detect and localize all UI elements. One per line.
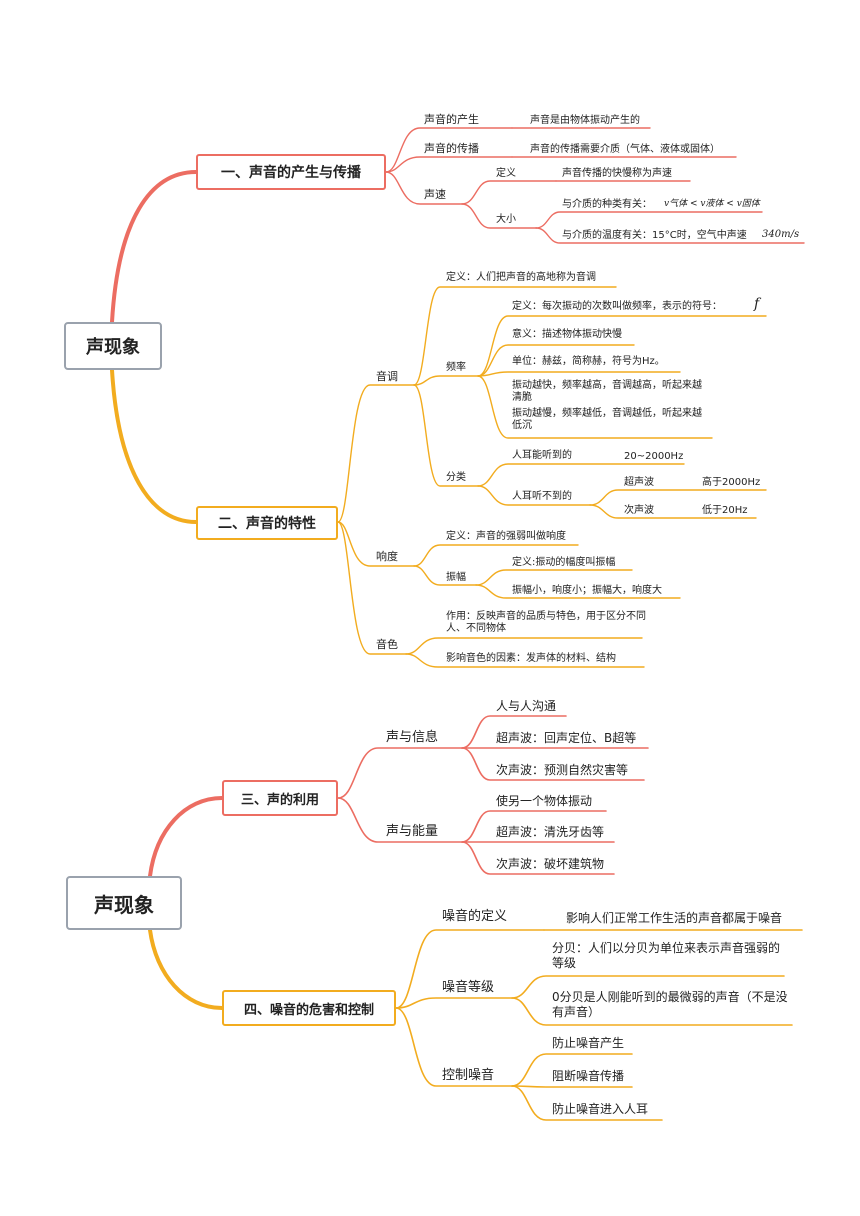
- node-speed-temperature: 与介质的温度有关：15°C时，空气中声速: [562, 230, 747, 241]
- node-info-communication: 人与人沟通: [496, 699, 557, 713]
- node-frequency-meaning: 意义：描述物体振动快慢: [512, 329, 622, 340]
- node-energy-ultrasonic: 超声波：清洗牙齿等: [496, 825, 605, 839]
- node-noise-level-decibel: 分贝：人们以分贝为单位来表示声音强弱的等级: [552, 941, 781, 970]
- formula-medium-kind: v气体 < v液体 < v固体: [664, 199, 760, 209]
- branch-sound-usage: 三、声的利用: [222, 780, 338, 816]
- node-speed-definition-text: 声音传播的快慢称为声速: [562, 168, 672, 179]
- node-audible: 人耳能听到的: [512, 450, 572, 461]
- node-sound-spread: 声音的传播: [424, 142, 479, 155]
- node-control-source: 防止噪音产生: [552, 1036, 625, 1050]
- node-sound-spread-text: 声音的传播需要介质（气体、液体或固体）: [530, 144, 720, 155]
- node-pitch-definition: 定义：人们把声音的高地称为音调: [446, 272, 596, 283]
- node-energy-infrasonic: 次声波：破坏建筑物: [496, 857, 605, 871]
- node-infrasonic: 次声波: [624, 505, 654, 516]
- node-control-ear: 防止噪音进入人耳: [552, 1102, 649, 1116]
- node-timbre-factor: 影响音色的因素：发声体的材料、结构: [446, 653, 616, 664]
- node-sound-production-text: 声音是由物体振动产生的: [530, 115, 640, 126]
- node-frequency-definition: 定义：每次振动的次数叫做频率，表示的符号：: [512, 301, 722, 312]
- branch-sound-production: 一、声音的产生与传播: [196, 154, 386, 190]
- node-noise-level: 噪音等级: [442, 980, 495, 995]
- node-speed-medium-kind: 与介质的种类有关：: [562, 199, 652, 210]
- node-pitch: 音调: [376, 370, 398, 383]
- node-frequency-fast: 振动越快，频率越高，音调越高，听起来越清脆: [512, 380, 702, 403]
- node-noise-definition: 噪音的定义: [442, 909, 508, 924]
- node-amplitude: 振幅: [446, 572, 466, 583]
- node-amplitude-relation: 振幅小，响度小；振幅大，响度大: [512, 585, 662, 596]
- node-timbre-use: 作用：反映声音的品质与特色，用于区分不同人、不同物体: [446, 611, 646, 634]
- node-sound-information: 声与信息: [386, 730, 439, 745]
- map1-root: 声现象: [64, 322, 162, 370]
- node-noise-control: 控制噪音: [442, 1068, 495, 1083]
- formula-air-speed: 340m/s: [762, 229, 800, 240]
- node-sound-production: 声音的产生: [424, 113, 479, 126]
- node-frequency-unit: 单位：赫兹，简称赫，符号为Hz。: [512, 356, 665, 367]
- node-infrasonic-range: 低于20Hz: [702, 505, 748, 516]
- node-speed-definition: 定义: [496, 168, 516, 179]
- node-info-infrasonic: 次声波：预测自然灾害等: [496, 763, 629, 777]
- node-frequency: 频率: [446, 362, 466, 373]
- node-sound-speed: 声速: [424, 188, 446, 201]
- node-frequency-slow: 振动越慢，频率越低，音调越低，听起来越低沉: [512, 408, 702, 431]
- node-control-path: 阻断噪音传播: [552, 1069, 625, 1083]
- node-audible-range: 20~2000Hz: [624, 451, 684, 462]
- node-amplitude-definition: 定义:振动的幅度叫振幅: [512, 557, 616, 568]
- branch-noise-control: 四、噪音的危害和控制: [222, 990, 396, 1026]
- node-loudness: 响度: [376, 550, 398, 563]
- node-ultrasonic: 超声波: [624, 477, 654, 488]
- node-noise-level-zero: 0分贝是人刚能听到的最微弱的声音（不是没有声音）: [552, 990, 788, 1019]
- node-timbre: 音色: [376, 638, 398, 651]
- symbol-frequency: f: [754, 296, 760, 312]
- map2-root: 声现象: [66, 876, 182, 930]
- branch-sound-properties: 二、声音的特性: [196, 506, 338, 540]
- node-loudness-definition: 定义：声音的强弱叫做响度: [446, 531, 566, 542]
- node-speed-size: 大小: [496, 214, 516, 225]
- node-info-ultrasonic: 超声波：回声定位、B超等: [496, 731, 637, 745]
- node-ultrasonic-range: 高于2000Hz: [702, 477, 761, 488]
- node-classify: 分类: [446, 472, 466, 483]
- node-noise-definition-text: 影响人们正常工作生活的声音都属于噪音: [566, 911, 783, 925]
- node-sound-energy: 声与能量: [386, 824, 439, 839]
- node-energy-vibrate: 使另一个物体振动: [496, 794, 593, 808]
- node-inaudible: 人耳听不到的: [512, 491, 572, 502]
